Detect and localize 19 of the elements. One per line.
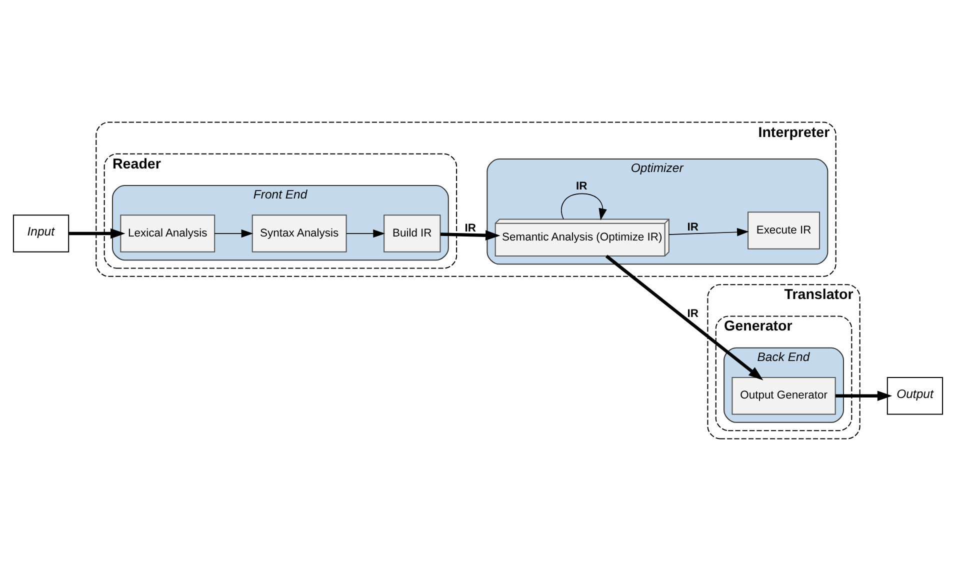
arrow: [834, 390, 892, 402]
edge-label: IR: [686, 308, 698, 320]
arrow: [668, 228, 748, 236]
node-box: Build IR: [383, 214, 440, 252]
arrow: [345, 229, 384, 238]
arrow: [68, 228, 125, 239]
arrow: [560, 193, 606, 220]
edge-label: IR: [686, 221, 698, 234]
edge-label: IR: [576, 180, 587, 192]
node-box: Output: [886, 376, 943, 415]
edge-label: IR: [464, 222, 476, 234]
node-box: Lexical Analysis: [120, 214, 215, 252]
arrow: [214, 229, 253, 238]
node-box: Output Generator: [731, 376, 836, 415]
node-box: Syntax Analysis: [251, 214, 346, 252]
node-box: Input: [12, 214, 69, 252]
arrow: [604, 254, 763, 380]
node-box: Execute IR: [747, 212, 820, 250]
arrow: [440, 230, 500, 240]
